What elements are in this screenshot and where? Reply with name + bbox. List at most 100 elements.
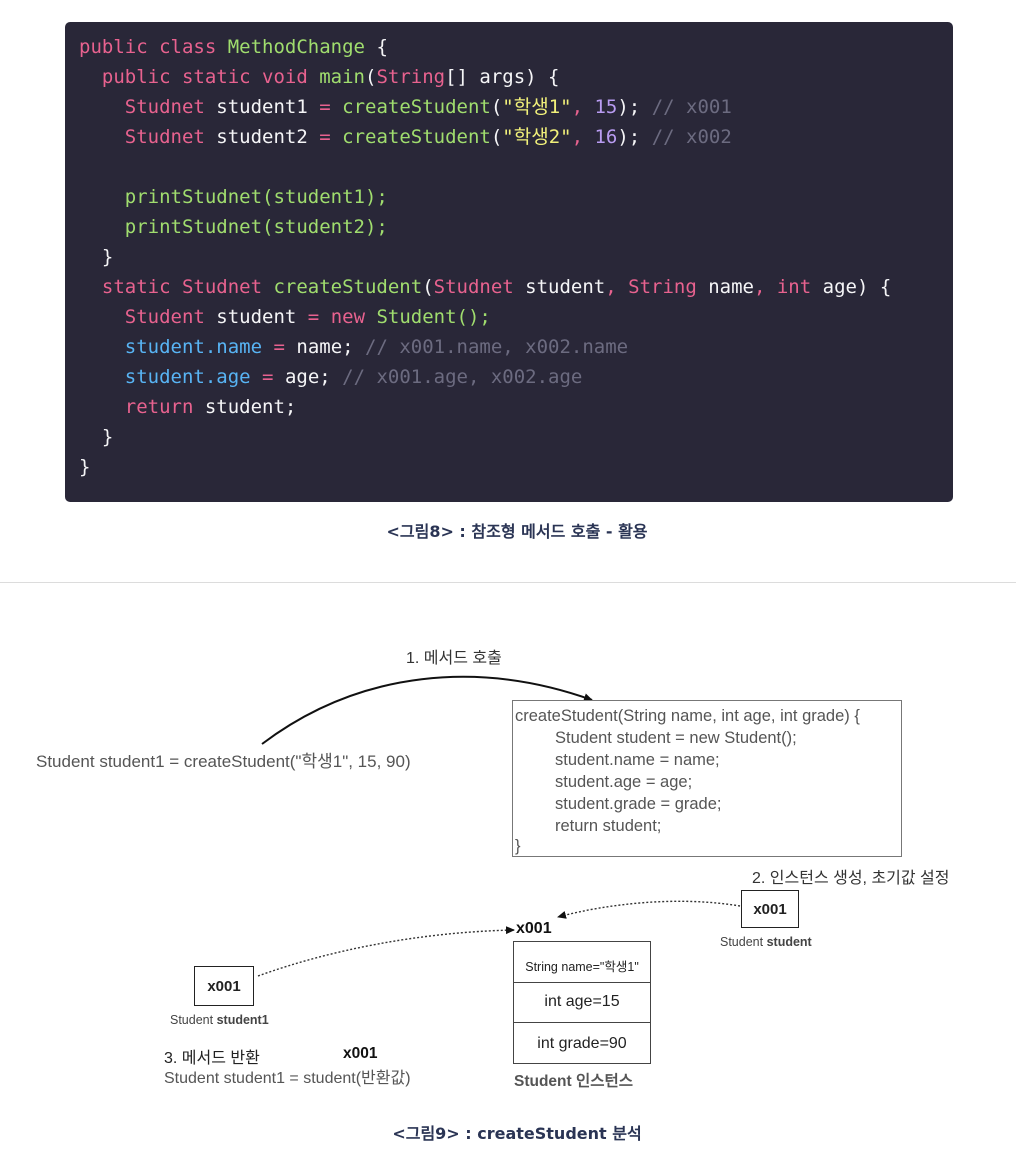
code-line: Studnet student1 = createStudent("학생1", … (79, 92, 891, 122)
code-token: String (376, 66, 446, 88)
code-token: = (307, 306, 331, 328)
method-line: Student student = new Student(); (555, 729, 797, 747)
instance-create-arrow (557, 900, 741, 919)
code-token: ); (617, 126, 652, 148)
code-token: student2 (216, 126, 320, 148)
code-line: } (79, 452, 891, 482)
code-token: student; (204, 396, 297, 418)
method-line: student.name = name; (555, 751, 720, 769)
code-token: public class (79, 36, 228, 58)
student-instance: String name="학생1" int age=15 int grade=9… (513, 941, 651, 1064)
code-line: Student student = new Student(); (79, 302, 891, 332)
code-listing: public class MethodChange { public stati… (79, 32, 891, 482)
code-token: student1 (216, 96, 320, 118)
section-divider (0, 582, 1016, 583)
instance-caption: Student 인스턴스 (514, 1073, 634, 1090)
code-line: } (79, 242, 891, 272)
code-token: } (79, 426, 114, 448)
code-token: = (273, 336, 297, 358)
step1-label: 1. 메서드 호출 (406, 650, 502, 667)
field-divider (514, 982, 650, 983)
code-token: String (628, 276, 709, 298)
code-token: name (708, 276, 754, 298)
figure9-caption: <그림9> : createStudent 분석 (392, 1124, 642, 1143)
method-close: } (515, 837, 521, 855)
code-token: student (79, 336, 205, 358)
method-call-arrow (261, 675, 593, 745)
code-token: .name (204, 336, 274, 358)
code-token: createStudent (273, 276, 423, 298)
code-token: student (79, 366, 205, 388)
code-token: ( (490, 96, 503, 118)
code-token: 16 (594, 126, 618, 148)
method-box: createStudent(String name, int age, int … (512, 700, 902, 857)
code-line: printStudnet(student1); (79, 182, 891, 212)
call-statement: Student student1 = createStudent("학생1", … (36, 752, 411, 771)
code-token: // x002 (651, 126, 732, 148)
code-token: ( (490, 126, 503, 148)
code-token: ( (364, 66, 377, 88)
code-token: // x001.age, x002.age (342, 366, 583, 388)
code-token: "학생2" (502, 126, 572, 148)
code-token: createStudent (342, 96, 491, 118)
code-token: age; (284, 366, 343, 388)
code-token: main (319, 66, 365, 88)
method-line: student.grade = grade; (555, 795, 722, 813)
code-token: } (79, 456, 91, 478)
code-line: public class MethodChange { (79, 32, 891, 62)
ref-value: x001 (207, 978, 241, 995)
code-line: Studnet student2 = createStudent("학생2", … (79, 122, 891, 152)
code-token: = (262, 366, 285, 388)
code-token: [] args) { (445, 66, 560, 88)
step3-label: 3. 메서드 반환 (164, 1050, 260, 1067)
code-token: name; (296, 336, 366, 358)
code-token: printStudnet (79, 186, 263, 208)
code-token: Studnet (79, 96, 217, 118)
code-token: Student (79, 306, 217, 328)
return-arrow (257, 926, 515, 977)
code-token: age) { (822, 276, 892, 298)
method-line: return student; (555, 817, 662, 835)
code-line: student.name = name; // x001.name, x002.… (79, 332, 891, 362)
code-token: // x001 (651, 96, 732, 118)
code-line: student.age = age; // x001.age, x002.age (79, 362, 891, 392)
field-name: String name="학생1" (525, 960, 639, 974)
code-token: // x001.name, x002.name (365, 336, 629, 358)
field-divider (514, 1022, 650, 1023)
code-token: = (319, 96, 343, 118)
code-token: new (330, 306, 377, 328)
code-token: , (571, 126, 595, 148)
ref-value: x001 (753, 901, 787, 918)
code-token: student (525, 276, 606, 298)
ref-label-student1: Student student1 (170, 1013, 269, 1027)
figure8-caption: <그림8> : 참조형 메서드 호출 - 활용 (386, 522, 648, 541)
code-block: public class MethodChange { public stati… (65, 22, 953, 502)
code-line: public static void main(String[] args) { (79, 62, 891, 92)
code-token: MethodChange (227, 36, 365, 58)
code-token: = (319, 126, 343, 148)
field-age: int age=15 (544, 993, 620, 1010)
code-token: } (79, 246, 114, 268)
code-token: printStudnet (79, 216, 263, 238)
code-line: static Studnet createStudent(Studnet stu… (79, 272, 891, 302)
code-token: , (571, 96, 595, 118)
step3-ref: x001 (343, 1045, 378, 1062)
code-line: printStudnet(student2); (79, 212, 891, 242)
code-token: public static void (79, 66, 320, 88)
ref-box-student: x001 (741, 890, 799, 928)
code-token: (student1); (262, 186, 388, 208)
code-token: , (753, 276, 777, 298)
code-line: } (79, 422, 891, 452)
code-token: Studnet (79, 126, 217, 148)
return-statement: Student student1 = student(반환값) (164, 1070, 411, 1087)
method-line: student.age = age; (555, 773, 693, 791)
step2-label: 2. 인스턴스 생성, 초기값 설정 (752, 870, 950, 887)
code-token: static Studnet (79, 276, 274, 298)
code-token: { (365, 36, 388, 58)
code-token: return (79, 396, 205, 418)
method-signature: createStudent(String name, int age, int … (515, 707, 860, 725)
instance-address: x001 (516, 920, 552, 937)
code-token: 15 (594, 96, 618, 118)
ref-box-student1: x001 (194, 966, 254, 1006)
code-token: ); (617, 96, 652, 118)
